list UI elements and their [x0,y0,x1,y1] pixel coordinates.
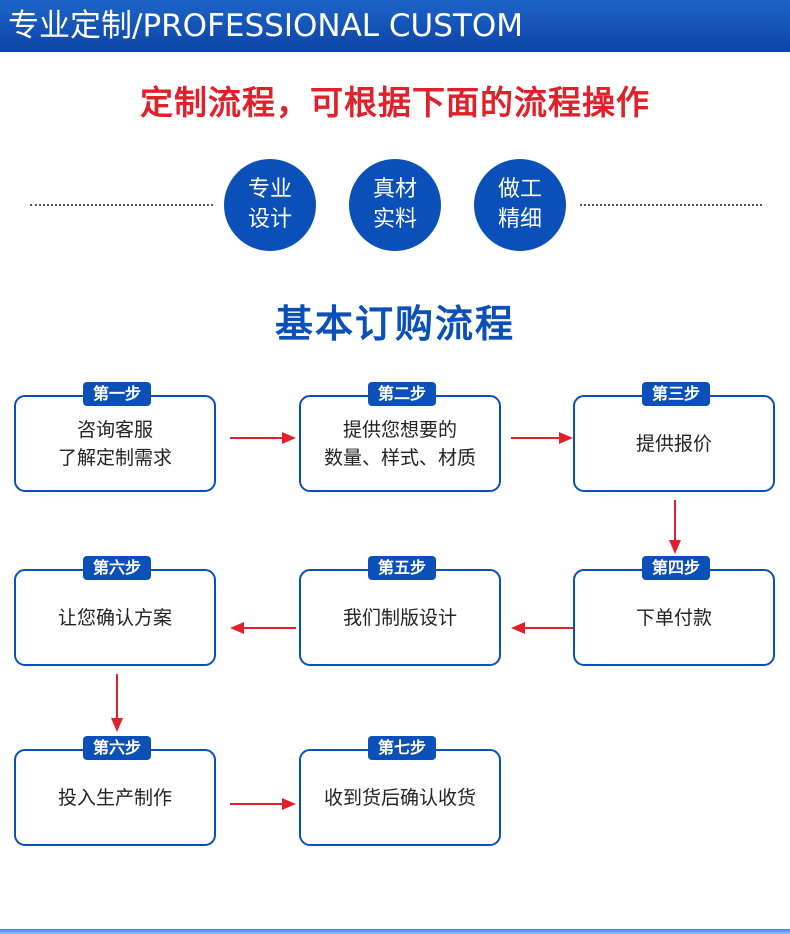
step-5-badge: 第五步 [368,556,436,580]
feature-line2: 设计 [247,207,292,232]
step-7-card: 收到货后确认收货 [299,749,501,846]
step-line1: 我们制版设计 [342,606,457,629]
arrow-left-icon [230,622,296,634]
step-line1: 投入生产制作 [57,786,172,809]
step-6-card: 让您确认方案 [14,569,216,666]
step-line1: 收到货后确认收货 [323,786,476,809]
feature-line2: 实料 [372,207,417,232]
feature-line1: 真材 [372,177,417,202]
step-4-badge: 第四步 [642,556,710,580]
feature-professional-design: 专业 设计 [224,159,316,251]
step-4-card: 下单付款 [573,569,775,666]
step-2-card: 提供您想要的 数量、样式、材质 [299,395,501,492]
feature-line1: 专业 [247,177,292,202]
flow-title: 基本订购流程 [274,302,515,346]
step-3-badge: 第三步 [642,382,710,406]
step-1-card: 咨询客服 了解定制需求 [14,395,216,492]
feature-line1: 做工 [497,177,542,202]
step-6b-badge: 第六步 [83,736,151,760]
arrow-down-icon [669,500,681,554]
arrow-right-icon [230,432,296,444]
step-line1: 提供您想要的 [342,418,457,441]
arrow-right-icon [511,432,573,444]
arrow-left-icon [511,622,573,634]
step-5-card: 我们制版设计 [299,569,501,666]
feature-line2: 精细 [497,207,542,232]
feature-genuine-material: 真材 实料 [349,159,441,251]
step-1-badge: 第一步 [83,382,151,406]
arrow-right-icon [230,798,296,810]
feature-fine-workmanship: 做工 精细 [474,159,566,251]
step-3-card: 提供报价 [573,395,775,492]
step-6-badge: 第六步 [83,556,151,580]
divider-right [580,204,762,206]
step-line1: 让您确认方案 [57,606,172,629]
step-line2: 了解定制需求 [57,446,172,469]
step-6b-card: 投入生产制作 [14,749,216,846]
step-line1: 咨询客服 [76,418,153,441]
step-7-badge: 第七步 [368,736,436,760]
header-title: 专业定制/PROFESSIONAL CUSTOM [8,8,524,44]
footer-divider [0,929,790,934]
arrow-down-icon [111,674,123,732]
step-line1: 下单付款 [635,606,712,629]
step-line1: 提供报价 [635,432,712,455]
subtitle: 定制流程，可根据下面的流程操作 [140,83,650,122]
step-line2: 数量、样式、材质 [323,446,476,469]
divider-left [30,204,213,206]
step-2-badge: 第二步 [368,382,436,406]
header-banner: 专业定制/PROFESSIONAL CUSTOM [0,0,790,52]
